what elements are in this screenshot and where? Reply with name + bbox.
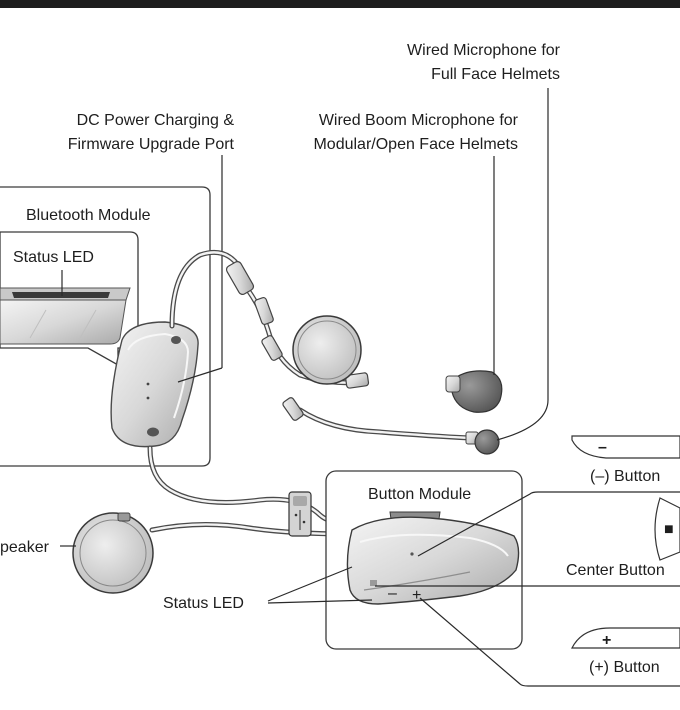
button-module-label: Button Module (368, 486, 471, 503)
status-led-bottom-label: Status LED (163, 595, 244, 612)
wired-mic-foam (465, 429, 500, 455)
cable-connector (282, 397, 304, 421)
cable-connector (225, 261, 255, 295)
status-led-top-label: Status LED (13, 249, 94, 266)
speaker-label: peaker (0, 539, 50, 556)
dc-port-label-line1: DC Power Charging & (77, 112, 235, 129)
cable-connector (254, 296, 274, 326)
center-button-icon: ■ (654, 497, 680, 561)
wired-mic-label-line1: Wired Microphone for (407, 42, 561, 59)
wired-mic-label-line2: Full Face Helmets (431, 66, 560, 83)
wired-mic-cable (297, 407, 473, 441)
bluetooth-module-label: Bluetooth Module (26, 207, 151, 224)
center-glyph: ■ (664, 521, 674, 538)
boom-mic-label-line1: Wired Boom Microphone for (319, 112, 519, 129)
status-led-bottom-leader (267, 566, 353, 602)
minus-button-label: (–) Button (590, 468, 660, 485)
speaker-disc-upper (292, 315, 362, 385)
bluetooth-module-unit (110, 321, 199, 448)
dc-port-leader-lower (177, 367, 223, 383)
plus-button-leader (419, 597, 680, 687)
plus-button-icon: + (571, 627, 680, 649)
status-led-zoom-detail (0, 287, 131, 345)
button-module-unit: – + (346, 511, 520, 605)
center-button-label: Center Button (566, 562, 665, 579)
cable-connector (261, 335, 283, 361)
cable-clip (288, 491, 312, 537)
plus-button-label: (+) Button (589, 659, 660, 676)
boom-mic-foam (445, 370, 503, 413)
minus-button-icon: – (571, 435, 680, 459)
plus-glyph: + (602, 632, 611, 649)
top-bar (0, 0, 680, 8)
wired-mic-leader (496, 88, 549, 441)
status-led-bottom-leader (267, 599, 373, 604)
boom-mic-label-line2: Modular/Open Face Helmets (313, 136, 518, 153)
svg-text:–: – (388, 585, 397, 602)
cable-connector (345, 372, 370, 389)
minus-button-leader (417, 491, 680, 557)
svg-text:+: + (412, 587, 421, 604)
minus-glyph: – (598, 439, 607, 456)
speaker-disc (72, 512, 154, 594)
dc-port-label-line2: Firmware Upgrade Port (68, 136, 235, 153)
